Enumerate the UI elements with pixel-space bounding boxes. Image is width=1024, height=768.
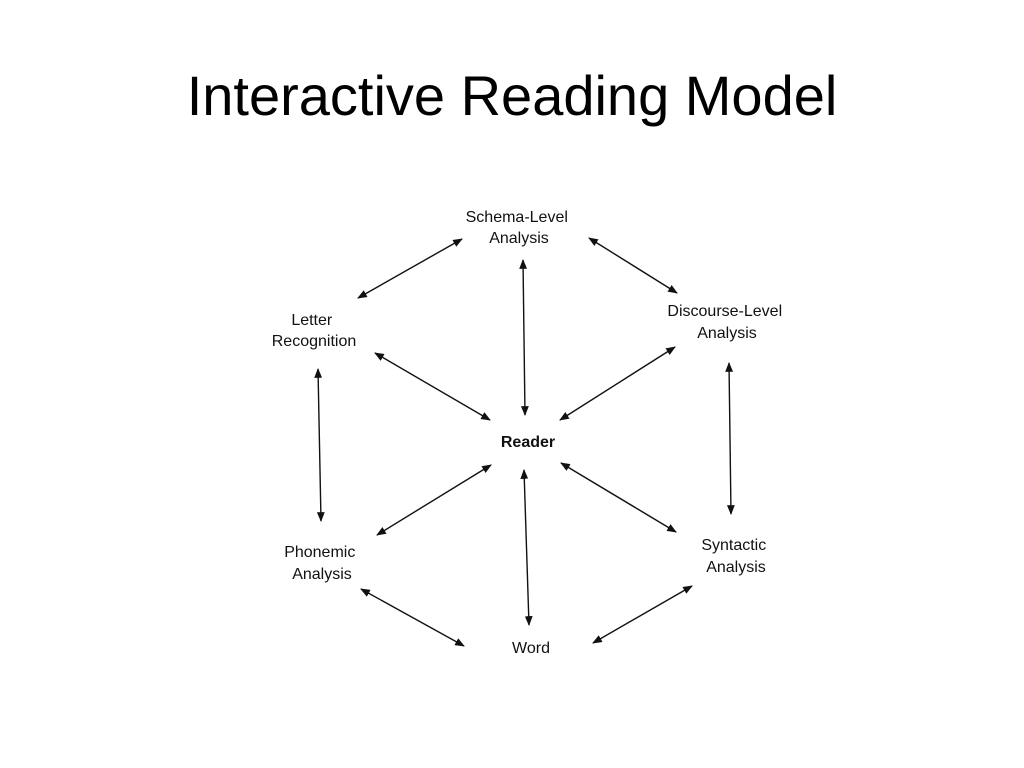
node-discourse-line-1: Discourse-Level xyxy=(667,303,782,320)
node-reader: Reader xyxy=(501,434,555,451)
node-letter-line-1: Letter xyxy=(291,312,333,329)
arrow-reader-syntactic xyxy=(560,462,677,533)
arrow-syntactic-word xyxy=(592,585,693,644)
node-schema-line-1: Schema-Level xyxy=(466,209,568,226)
diagram-nodes: Schema-Level Analysis Letter Recognition… xyxy=(272,209,786,657)
node-schema-line-2: Analysis xyxy=(489,230,549,247)
node-word: Word xyxy=(512,640,550,657)
node-phonemic-analysis: Phonemic Analysis xyxy=(284,544,360,583)
arrow-letter-reader xyxy=(374,352,491,421)
node-discourse-level-analysis: Discourse-Level Analysis xyxy=(667,303,786,342)
arrow-letter-phonemic xyxy=(314,368,325,522)
node-phonemic-line-1: Phonemic xyxy=(284,544,355,561)
node-reader-line-1: Reader xyxy=(501,434,555,451)
arrow-reader-word xyxy=(520,469,533,626)
node-discourse-line-2: Analysis xyxy=(697,325,757,342)
node-letter-recognition: Letter Recognition xyxy=(272,312,357,350)
node-syntactic-line-1: Syntactic xyxy=(701,537,766,554)
node-syntactic-line-2: Analysis xyxy=(706,559,766,576)
arrow-schema-letter xyxy=(357,238,463,299)
slide-title: Interactive Reading Model xyxy=(186,64,838,127)
arrow-phonemic-word xyxy=(360,588,465,647)
node-schema-level-analysis: Schema-Level Analysis xyxy=(466,209,573,247)
arrow-discourse-syntactic xyxy=(725,362,735,515)
arrow-reader-phonemic xyxy=(376,464,492,536)
arrow-discourse-reader xyxy=(559,346,676,421)
node-letter-line-2: Recognition xyxy=(272,333,357,350)
node-syntactic-analysis: Syntactic Analysis xyxy=(701,537,770,576)
arrow-schema-discourse xyxy=(588,237,678,294)
arrow-schema-reader xyxy=(519,259,529,416)
node-phonemic-line-2: Analysis xyxy=(292,566,352,583)
connection-arrows xyxy=(314,237,735,647)
node-word-line-1: Word xyxy=(512,640,550,657)
